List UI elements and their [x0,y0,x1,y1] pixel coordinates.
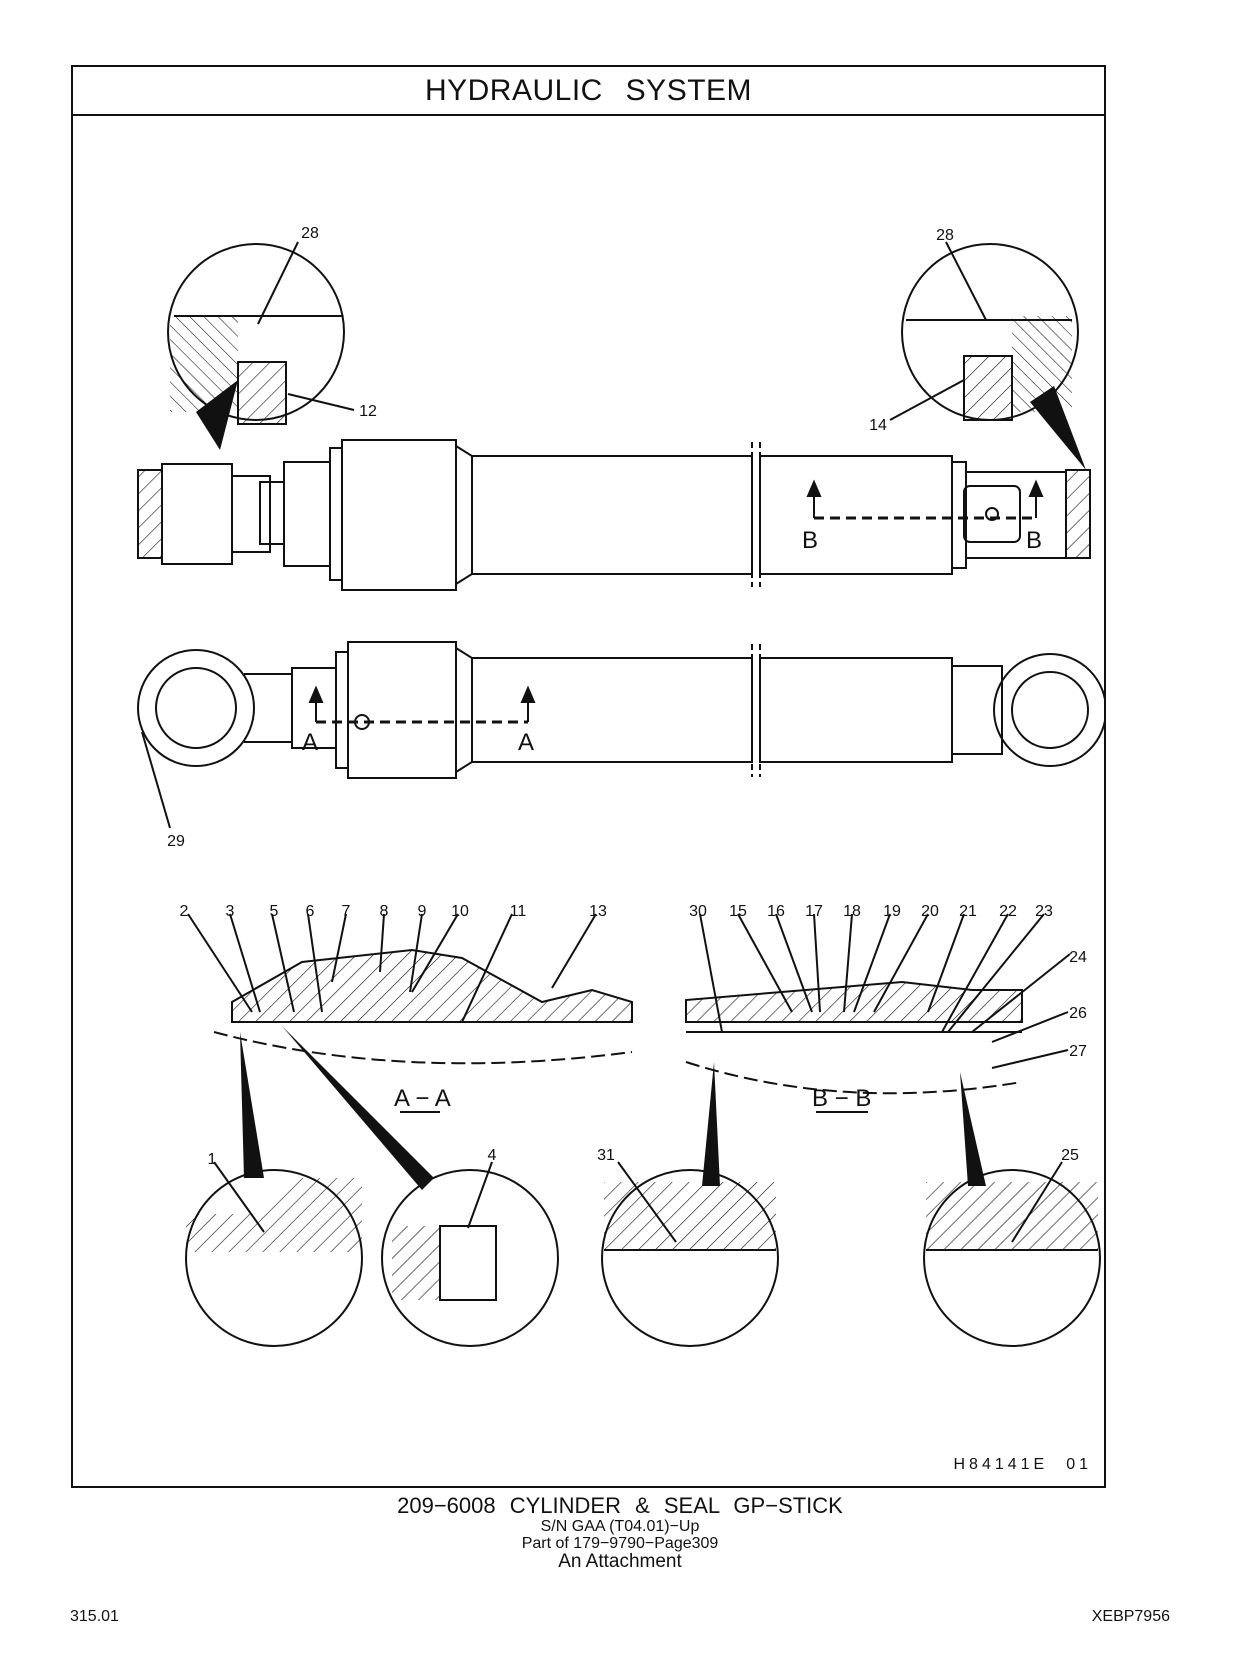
callout-7: 7 [342,903,351,920]
drawing-code-revision: 01 [1066,1456,1092,1473]
section-label-a-a: A − A [394,1085,451,1112]
callout-31: 31 [597,1147,615,1164]
detail-25 [923,1072,1101,1347]
drawing-frame: HYDRAULIC SYSTEM [71,65,1106,1488]
detail-rod-end [167,241,355,450]
callout-12: 12 [359,403,377,420]
document-number: XEBP7956 [1091,1608,1170,1625]
detail-4 [282,1026,559,1347]
drawing-code-number: H84141E [953,1456,1049,1473]
detail-1 [185,1032,363,1347]
callout-8: 8 [380,903,389,920]
page-title: HYDRAULIC SYSTEM [424,74,753,107]
section-b-b [685,913,1071,1113]
section-a-a [187,913,633,1113]
detail-31 [601,1062,779,1347]
callout-28-right: 28 [936,227,954,244]
callout-5: 5 [270,903,279,920]
callout-11: 11 [510,903,527,920]
callout-30: 30 [689,903,707,920]
detail-head-end [889,241,1086,470]
section-marker-a-left: A [302,729,318,756]
callout-3: 3 [226,903,235,920]
callout-23: 23 [1035,903,1053,920]
section-marker-b-right: B [1026,527,1042,554]
section-marker-a-right: A [518,729,534,756]
callout-26: 26 [1069,1005,1087,1022]
serial-range: S/N GAA (T04.01)−Up [540,1518,700,1535]
cylinder-side-view [137,439,1091,591]
part-of: Part of 179−9790−Page309 [521,1535,719,1552]
callout-21: 21 [959,903,977,920]
section-label-b-b: B − B [812,1085,871,1112]
callout-10: 10 [451,903,469,920]
section-marker-b-left: B [802,527,818,554]
drawing-code: H84141E 01 [953,1456,1092,1474]
cylinder-drawing: A A B B A − A B − B 28 28 12 14 29 2 3 5… [137,225,1104,1347]
callout-13: 13 [589,903,607,920]
callout-22: 22 [999,903,1017,920]
callout-20: 20 [921,903,939,920]
callout-29: 29 [167,833,185,850]
callout-16: 16 [767,903,785,920]
callout-9: 9 [418,903,427,920]
callout-14: 14 [869,417,887,434]
page-number: 315.01 [70,1608,119,1625]
callout-15: 15 [729,903,747,920]
callout-4: 4 [488,1147,497,1164]
callout-18: 18 [843,903,861,920]
callout-28-left: 28 [301,225,319,242]
part-caption: 209−6008 CYLINDER & SEAL GP−STICK S/N GA… [0,1493,1240,1572]
cylinder-top-view [137,641,1104,829]
callout-2: 2 [180,903,189,920]
part-title: 209−6008 CYLINDER & SEAL GP−STICK [397,1493,843,1518]
callout-25: 25 [1061,1147,1079,1164]
attachment-note: An Attachment [558,1551,682,1572]
callout-27: 27 [1069,1043,1087,1060]
callout-17: 17 [805,903,823,920]
callout-24: 24 [1069,949,1087,966]
callout-1: 1 [208,1151,217,1168]
callout-19: 19 [883,903,901,920]
title-bar: HYDRAULIC SYSTEM [73,67,1104,116]
callout-6: 6 [306,903,315,920]
